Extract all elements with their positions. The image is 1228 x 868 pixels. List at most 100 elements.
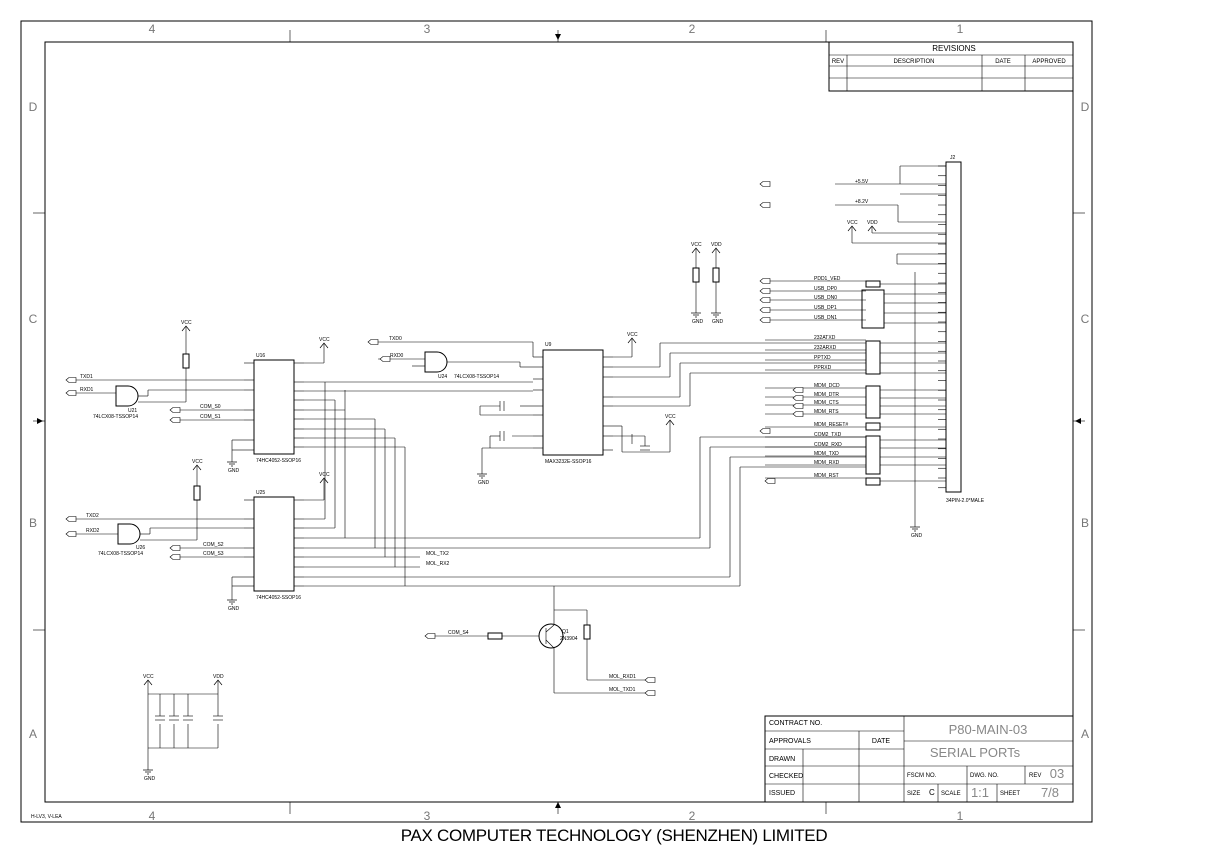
vcc-symbol [691, 247, 701, 254]
zone-top-4: 4 [149, 22, 156, 36]
approved-col-header: APPROVED [1032, 59, 1066, 65]
net-p8v: +8.2V [855, 199, 869, 205]
signal-port-tag [379, 356, 391, 362]
j2-part: 34PIN-2.0*MALE [946, 498, 985, 504]
company-footer: PAX COMPUTER TECHNOLOGY (SHENZHEN) LIMIT… [400, 826, 828, 845]
gnd-label: GND [228, 468, 240, 474]
signal-port-tag [169, 554, 181, 560]
sheet-title: SERIAL PORTs [930, 745, 1021, 760]
q1-part: 2N3904 [560, 636, 578, 642]
net-rxd0: RXD0 [390, 353, 404, 359]
vcc-label: VDD [213, 674, 224, 680]
rev-value: 03 [1050, 766, 1064, 781]
j2-net-label: MDM_DCD [814, 383, 840, 389]
revisions-title: REVISIONS [932, 44, 976, 53]
u21-and-gate: U21 74LCX08-TSSOP14 [93, 385, 139, 420]
net-com-s0: COM_S0 [200, 404, 221, 410]
project-number: P80-MAIN-03 [949, 722, 1028, 737]
q1-refdes: Q1 [562, 629, 569, 635]
signal-port-tag [759, 317, 771, 323]
net-p5v: +5.5V [855, 179, 869, 185]
drawn-label: DRAWN [769, 756, 795, 763]
signal-port-tag [169, 417, 181, 423]
signal-port-tag [792, 411, 804, 417]
j2-net-label: 232ATXD [814, 335, 836, 341]
zone-right-b: B [1081, 516, 1089, 530]
j2-net-label: COM2_TXD [814, 432, 842, 438]
signal-port-tag [759, 428, 771, 434]
signal-port-tag [169, 407, 181, 413]
passive-parts: Q1 2N3904 [155, 267, 720, 721]
net-labels: TXD1 RXD1 COM_S0 COM_S1 TXD2 RXD2 COM_S2… [80, 179, 869, 693]
u24-and-gate: U24 74LCX08-TSSOP14 [424, 351, 499, 380]
u21-refdes: U21 [128, 408, 137, 414]
gnd-label: GND [228, 606, 240, 612]
checked-label: CHECKED [769, 773, 803, 780]
u26-refdes: U26 [136, 545, 145, 551]
power-symbols: VCCVCCVCCVCCVCCVCCVCCVCCVCCVDDVDDVDDGNDG… [143, 220, 923, 782]
center-arrows [37, 34, 1081, 808]
signal-port-tag [644, 690, 656, 696]
vcc-symbol [867, 225, 877, 232]
inner-frame [44, 41, 1074, 803]
net-mol-rx2: MOL_RX2 [426, 561, 450, 567]
zone-right-d: D [1081, 100, 1090, 114]
j2-refdes: J2 [950, 155, 956, 161]
u16-mux-chip: U16 74HC4052-SSOP16 [244, 353, 304, 464]
vcc-symbol [181, 325, 191, 332]
corner-note: H-LV3, V-LEA [31, 814, 62, 820]
j2-net-label: 232ARXD [814, 345, 837, 351]
scale-value: 1:1 [971, 785, 989, 800]
u16-part: 74HC4052-SSOP16 [256, 458, 301, 464]
vcc-label: VDD [711, 242, 722, 248]
rev-col-header: REV [832, 59, 844, 65]
net-rxd2: RXD2 [86, 528, 100, 534]
zone-left-a: A [29, 727, 37, 741]
u16-refdes: U16 [256, 353, 265, 359]
vcc-symbol [665, 419, 675, 426]
description-col-header: DESCRIPTION [893, 59, 934, 65]
j2-net-label: MDM_RXD [814, 460, 840, 466]
zone-top-3: 3 [424, 22, 431, 36]
vcc-label: VCC [691, 242, 702, 248]
zone-bottom-3: 3 [424, 809, 431, 823]
vcc-symbol [143, 679, 153, 686]
rev-label: REV [1029, 773, 1041, 779]
zone-left-b: B [29, 516, 37, 530]
net-com-s1: COM_S1 [200, 414, 221, 420]
j2-net-label: MDM_DTR [814, 392, 839, 398]
contract-no-label: CONTRACT NO. [769, 720, 822, 727]
j2-net-label: COM2_RXD [814, 442, 842, 448]
title-block: CONTRACT NO. APPROVALS DATE DRAWN CHECKE… [764, 715, 1074, 803]
net-mol-txd1: MOL_TXD1 [609, 687, 636, 693]
j2-net-label: USB_DP1 [814, 305, 837, 311]
u24-part: 74LCX08-TSSOP14 [454, 374, 499, 380]
signal-port-tag [169, 545, 181, 551]
j2-left-nets [835, 165, 946, 527]
size-label: SIZE [907, 791, 920, 797]
vcc-label: VCC [192, 459, 203, 465]
zone-top-2: 2 [689, 22, 696, 36]
outer-frame [20, 20, 1093, 823]
zone-right-a: A [1081, 727, 1089, 741]
u24-refdes: U24 [438, 374, 447, 380]
j2-net-label: MDM_RTS [814, 409, 839, 415]
signal-port-tag [759, 181, 771, 187]
vcc-symbol [319, 477, 329, 484]
approvals-label: APPROVALS [769, 738, 811, 745]
u25-mux-chip: U25 74HC4052-SSOP16 [244, 490, 304, 601]
signal-port-tag [65, 531, 77, 537]
net-txd1: TXD1 [80, 374, 93, 380]
signal-arrows [65, 181, 804, 696]
signal-port-tag [759, 288, 771, 294]
net-rxd1: RXD1 [80, 387, 94, 393]
gnd-label: GND [712, 319, 724, 325]
net-mol-rxd1: MOL_RXD1 [609, 674, 636, 680]
res-array-r58 [861, 280, 885, 486]
gnd-label: GND [144, 776, 156, 782]
j2-net-labels: PDD1_VEDUSB_DP0USB_DN0USB_DP1USB_DN1232A… [765, 276, 866, 479]
signal-port-tag [65, 390, 77, 396]
scale-label: SCALE [941, 791, 961, 797]
net-com-s3: COM_S3 [203, 551, 224, 557]
fscm-no-label: FSCM NO. [907, 773, 937, 779]
